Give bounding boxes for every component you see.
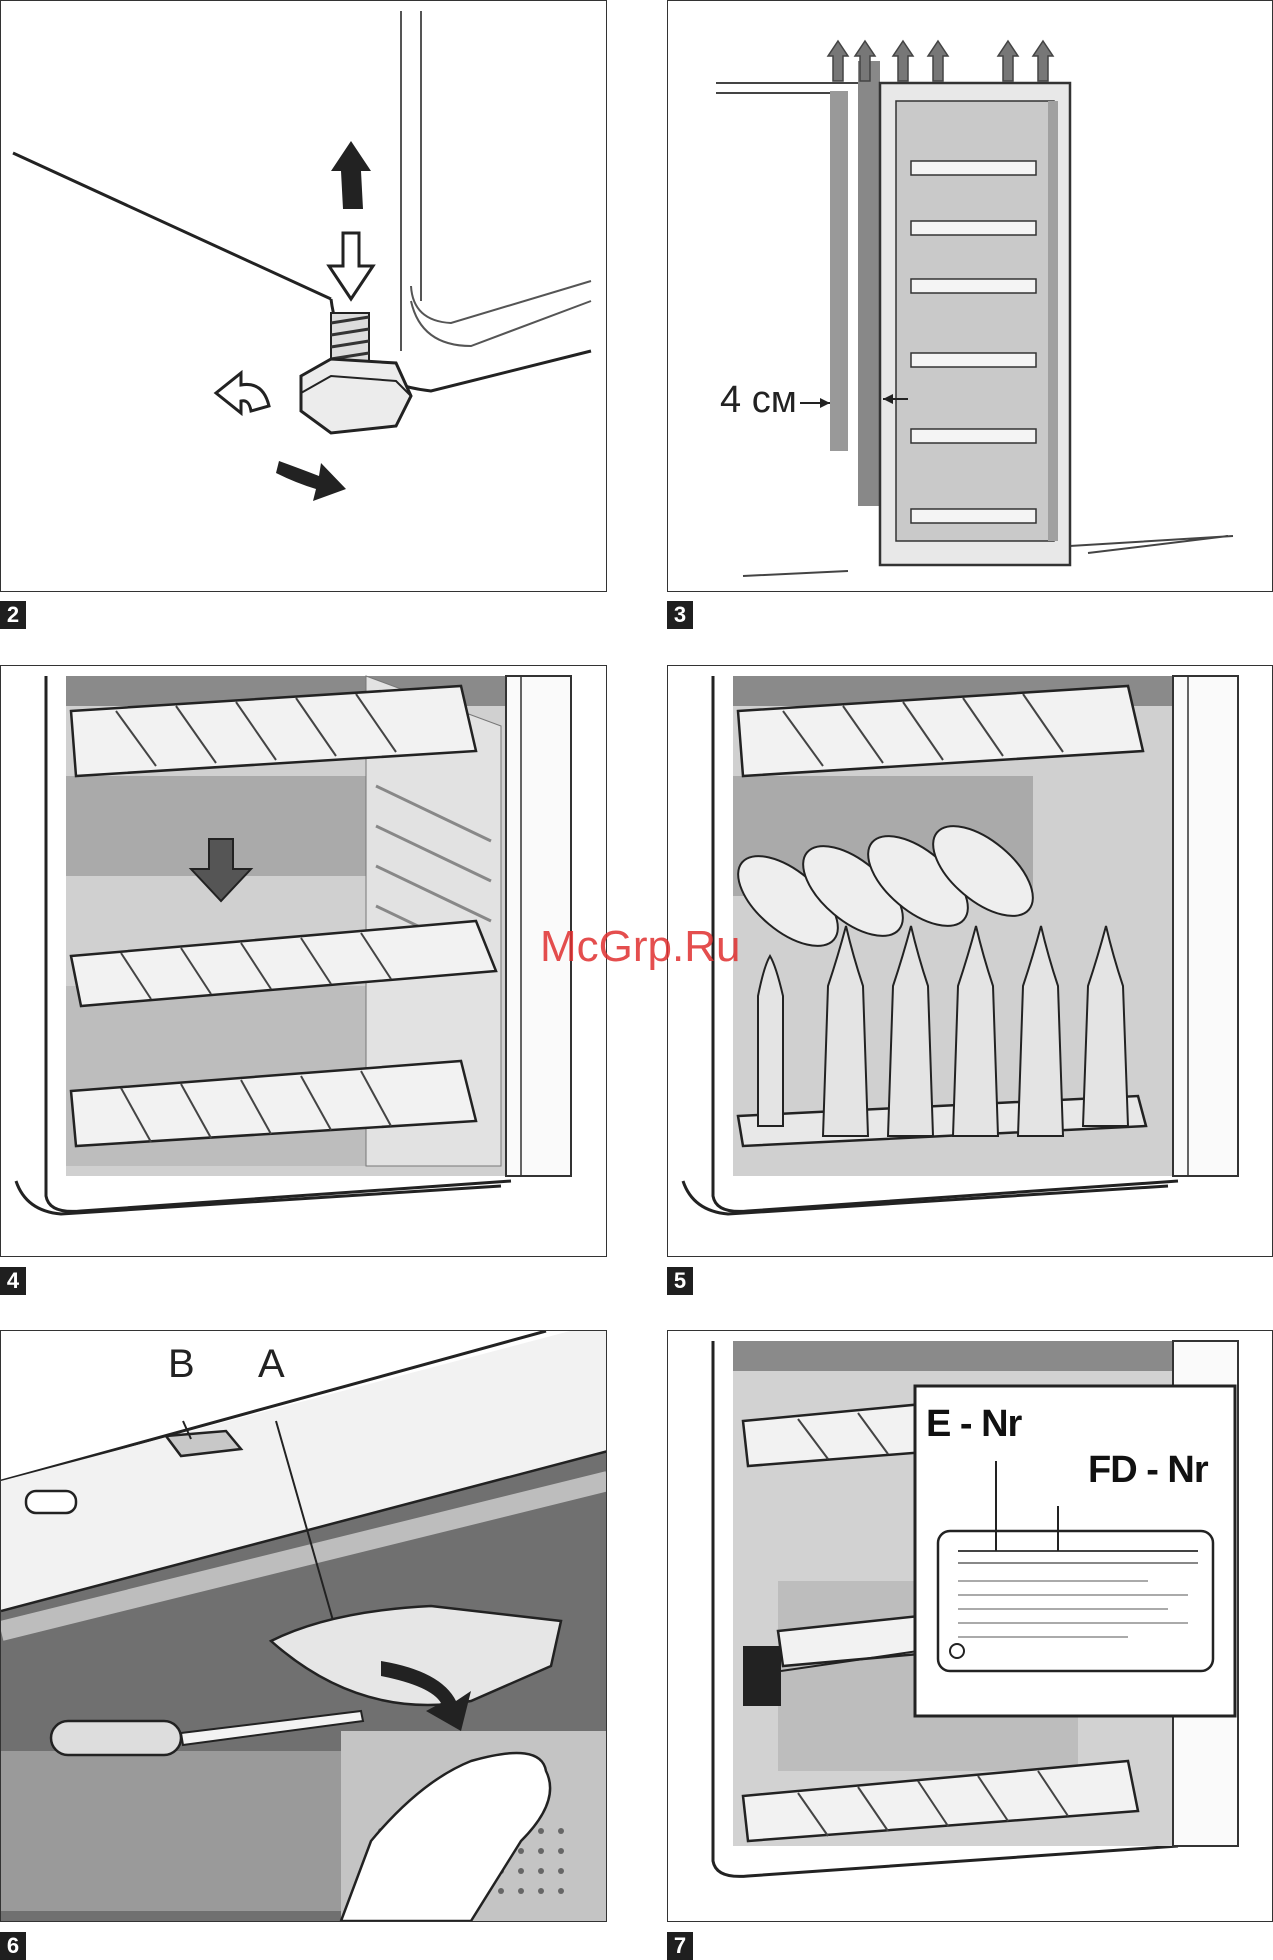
e-nr-label: E - Nr <box>926 1403 1021 1446</box>
figure-number: 7 <box>667 1932 693 1960</box>
figure-5-panel <box>667 665 1273 1257</box>
leveling-foot-illustration <box>1 1 607 592</box>
clearance-dimension-label: 4 см <box>720 379 797 422</box>
clearance-illustration <box>668 1 1273 592</box>
watermark-text: McGrp.Ru <box>540 922 740 972</box>
figure-3-panel: 4 см <box>667 0 1273 592</box>
shelf-insertion-illustration <box>1 666 607 1257</box>
figure-7-panel: E - Nr FD - Nr <box>667 1330 1273 1922</box>
figure-number: 5 <box>667 1267 693 1295</box>
figure-number: 4 <box>0 1267 26 1295</box>
label-a: A <box>258 1342 285 1387</box>
fd-nr-label: FD - Nr <box>1088 1449 1208 1492</box>
figure-4-panel <box>0 665 607 1257</box>
figure-6-panel: B A <box>0 1330 607 1922</box>
bottle-storage-illustration <box>668 666 1273 1257</box>
figure-number: 2 <box>0 601 26 629</box>
label-b: B <box>168 1342 195 1387</box>
figure-number: 6 <box>0 1932 26 1960</box>
figure-number: 3 <box>667 601 693 629</box>
figure-2-panel <box>0 0 607 592</box>
lamp-cover-illustration <box>1 1331 607 1922</box>
